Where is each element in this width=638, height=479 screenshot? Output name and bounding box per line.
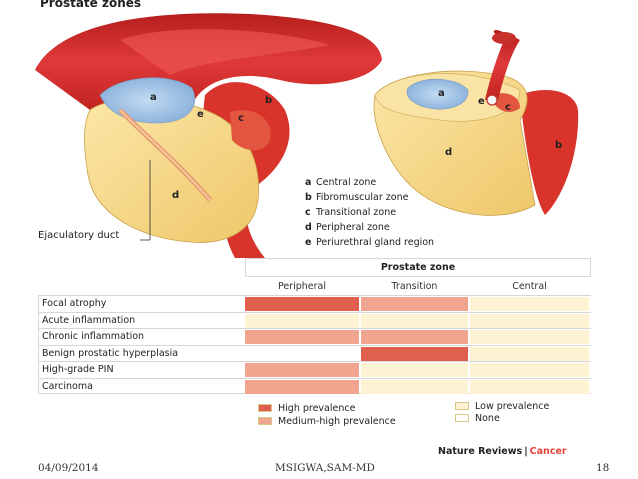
prevalence-cell	[470, 363, 589, 377]
row-label: Chronic inflammation	[38, 329, 245, 345]
label-e: e	[197, 109, 204, 120]
key-low: Low prevalence	[455, 401, 549, 413]
prevalence-cell	[245, 363, 359, 377]
prevalence-cell	[361, 363, 468, 377]
prevalence-cell	[470, 379, 589, 394]
row-label: Acute inflammation	[38, 312, 245, 328]
prevalence-cell	[361, 297, 468, 311]
column-header-transition: Transition	[391, 281, 438, 292]
label-d: d	[172, 190, 179, 201]
prevalence-cell	[470, 346, 589, 361]
table-row: Focal atrophy	[38, 295, 591, 312]
sagittal-view: a b c d e	[35, 13, 382, 258]
prevalence-cell	[245, 313, 359, 328]
prostate-illustration: a b c d e a b c d e	[35, 13, 579, 258]
table-row: Benign prostatic hyperplasia	[38, 344, 591, 361]
urethra-lumen	[486, 94, 498, 106]
prevalence-cell	[361, 346, 468, 361]
prevalence-cell	[361, 379, 468, 394]
footer-author: MSIGWA,SAM-MD	[275, 462, 375, 474]
table-row: Carcinoma	[38, 377, 591, 394]
top-label-c: c	[505, 102, 511, 113]
cutaway-fibromuscular-shape	[520, 90, 579, 215]
top-label-a: a	[438, 88, 445, 99]
credit-section: Cancer	[529, 446, 567, 457]
key-swatch	[258, 404, 272, 412]
key-swatch	[258, 417, 272, 425]
key-medium-high: Medium-high prevalence	[258, 416, 396, 428]
credit-journal: Nature Reviews	[438, 446, 523, 457]
journal-credit: Nature Reviews|Cancer	[438, 446, 567, 457]
key-swatch	[455, 402, 469, 410]
footer-date: 04/09/2014	[38, 462, 99, 474]
column-header-peripheral: Peripheral	[277, 281, 327, 292]
cutaway-central-zone-shape	[406, 78, 469, 110]
prevalence-cell	[361, 330, 468, 344]
top-label-b: b	[555, 140, 562, 151]
table-header: Prostate zone	[245, 258, 591, 277]
key-swatch	[455, 414, 469, 422]
prevalence-cell	[245, 297, 359, 311]
top-label-d: d	[445, 147, 452, 158]
urethra-tube	[485, 30, 520, 100]
label-a: a	[150, 92, 157, 103]
key-none: None	[455, 413, 500, 425]
row-label: Carcinoma	[38, 378, 245, 393]
footer-page-number: 18	[596, 462, 610, 474]
column-header-central: Central	[512, 281, 547, 292]
row-label: High-grade PIN	[38, 362, 245, 378]
cutaway-view: a b c d e	[373, 30, 579, 216]
credit-separator: |	[524, 446, 528, 457]
prevalence-cell	[470, 313, 589, 328]
ejaculatory-duct-label: Ejaculatory duct	[38, 230, 120, 241]
prevalence-cell	[470, 297, 589, 311]
table-row: High-grade PIN	[38, 361, 591, 378]
row-label: Focal atrophy	[38, 296, 245, 312]
table-row: Acute inflammation	[38, 311, 591, 328]
page-title: Prostate zones	[40, 0, 142, 10]
transition-zone-shape	[230, 110, 271, 151]
top-label-e: e	[478, 96, 485, 107]
row-label: Benign prostatic hyperplasia	[38, 345, 245, 361]
prevalence-cell	[245, 346, 359, 361]
prevalence-cell	[470, 330, 589, 344]
label-c: c	[238, 113, 244, 124]
label-b: b	[265, 95, 272, 106]
key-high: High prevalence	[258, 403, 355, 415]
prevalence-cell	[245, 379, 359, 394]
table-row: Chronic inflammation	[38, 328, 591, 345]
prevalence-cell	[361, 313, 468, 328]
prevalence-cell	[245, 330, 359, 344]
